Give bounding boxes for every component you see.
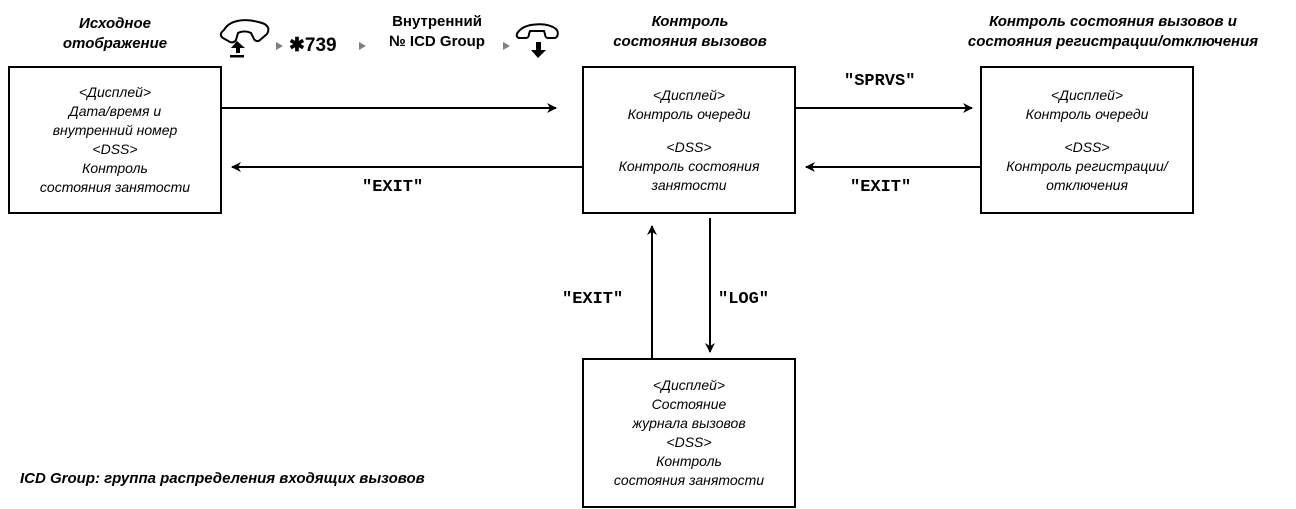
cmd-sprvs: "SPRVS" bbox=[844, 72, 916, 91]
cmd-exit-right: "EXIT" bbox=[850, 178, 912, 197]
heading-monitor: Контроль состояния вызовов bbox=[613, 13, 767, 50]
box-log-status: <Дисплей> Состояние журнала вызовов <DSS… bbox=[582, 358, 796, 508]
cmd-exit-up: "EXIT" bbox=[562, 290, 624, 309]
sequence-triangle-1 bbox=[276, 42, 283, 50]
heading-initial: Исходное отображение bbox=[62, 15, 168, 52]
off-hook-icon bbox=[219, 19, 270, 58]
box-login-monitor: <Дисплей> Контроль очереди <DSS> Контрол… bbox=[980, 66, 1194, 214]
display-label: <Дисплей> bbox=[652, 377, 726, 393]
box-call-monitor: <Дисплей> Контроль очереди <DSS> Контрол… bbox=[582, 66, 796, 214]
feature-code: ✱739 bbox=[289, 35, 337, 56]
dss-label: <DSS> bbox=[92, 141, 138, 157]
icd-group-ext-label: Внутренний № ICD Group bbox=[389, 13, 485, 50]
on-hook-icon bbox=[515, 23, 559, 58]
display-label: <Дисплей> bbox=[78, 84, 152, 100]
dss-label: <DSS> bbox=[666, 434, 712, 450]
box-initial-display: <Дисплей> Дата/время и внутренний номер … bbox=[8, 66, 222, 214]
cmd-exit-left: "EXIT" bbox=[362, 178, 424, 197]
heading-login-monitor: Контроль состояния вызовов и состояния р… bbox=[967, 13, 1259, 50]
cmd-log: "LOG" bbox=[718, 290, 770, 309]
dss-label: <DSS> bbox=[666, 138, 712, 155]
dss-label: <DSS> bbox=[1064, 138, 1110, 155]
sequence-triangle-3 bbox=[503, 42, 510, 50]
footnote: ICD Group: группа распределения входящих… bbox=[20, 470, 425, 487]
display-label: <Дисплей> bbox=[652, 86, 726, 103]
display-label: <Дисплей> bbox=[1050, 86, 1124, 103]
sequence-triangle-2 bbox=[359, 42, 366, 50]
